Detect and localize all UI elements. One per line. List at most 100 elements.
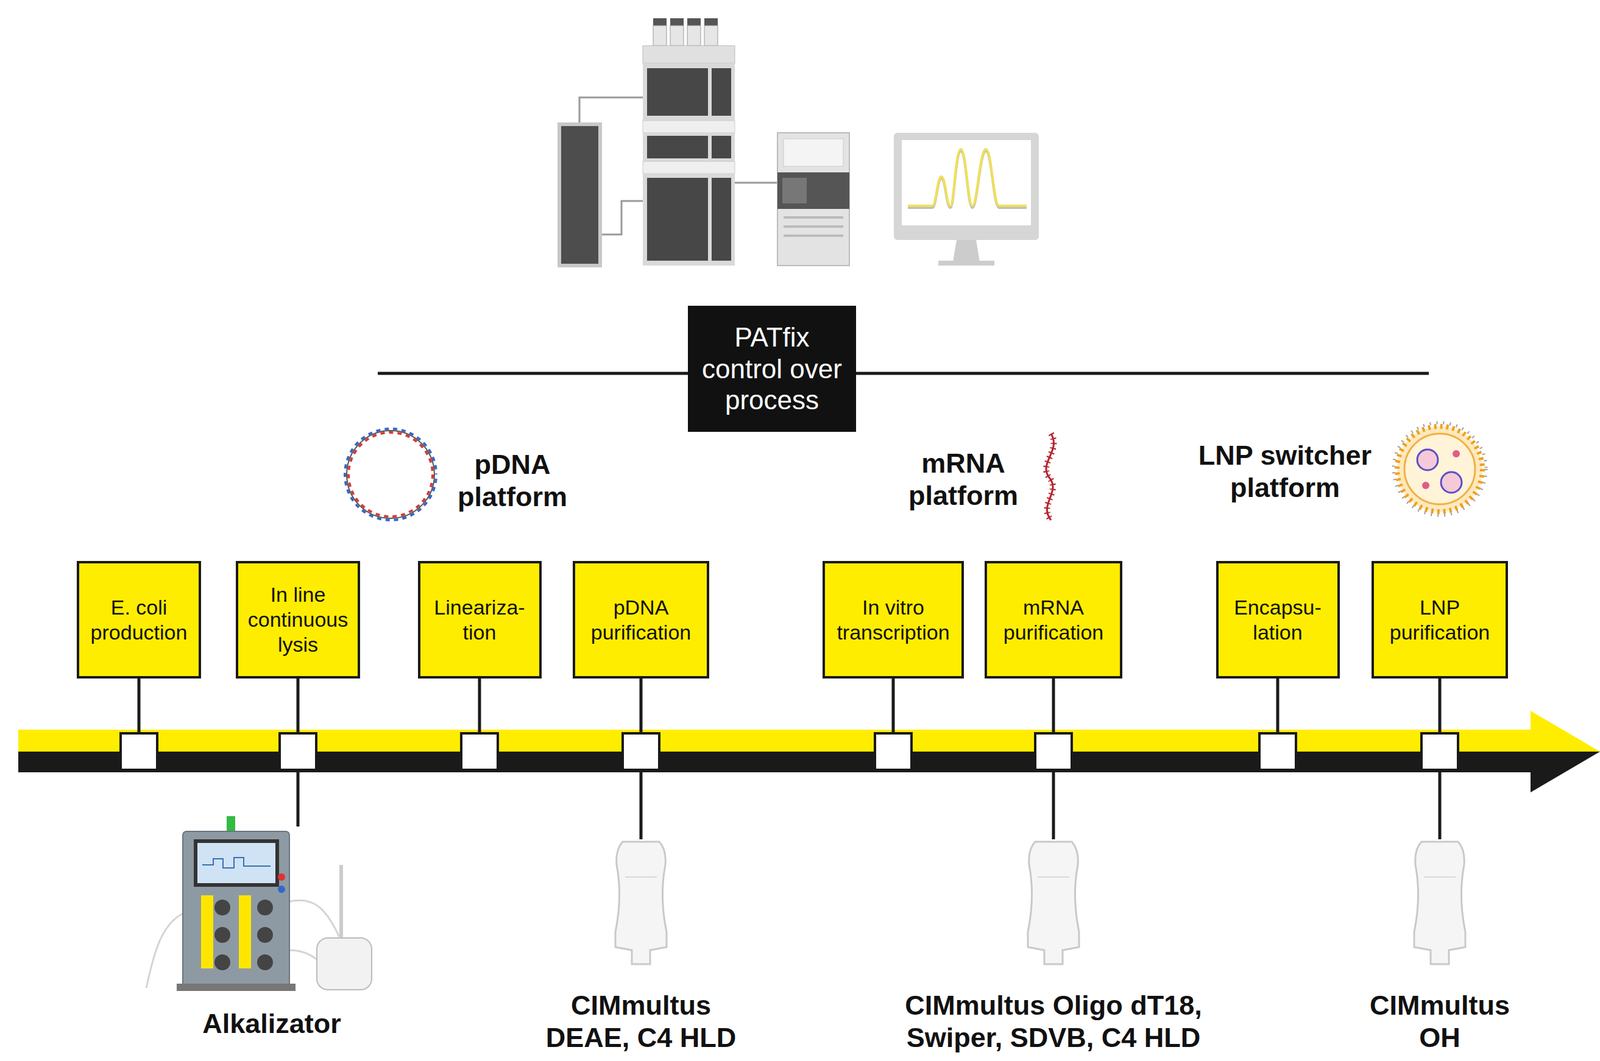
pump-module	[642, 63, 735, 121]
device-knob	[277, 885, 286, 894]
plasmid-strand	[348, 432, 433, 517]
process-step-box: pDNA purification	[572, 561, 710, 679]
equipment-stem	[639, 770, 643, 840]
lnp-icon	[1393, 422, 1487, 516]
module-panel	[647, 177, 708, 261]
solvent-bottle	[670, 25, 684, 46]
equipment-stem	[1438, 770, 1442, 840]
pump-head	[214, 954, 231, 971]
platform-label: pDNA platform	[445, 449, 580, 514]
timeline-marker	[279, 733, 317, 771]
pump-head	[257, 899, 273, 916]
screen-frame	[193, 839, 280, 888]
pump-head	[257, 954, 273, 971]
process-step-box: Lineariza- tion	[417, 561, 542, 679]
timeline-marker	[874, 733, 912, 771]
vent-line	[783, 225, 844, 228]
timeline-marker	[120, 733, 158, 771]
stem	[1052, 678, 1056, 734]
timeline-marker	[1259, 733, 1296, 771]
lipid-core	[1404, 433, 1476, 505]
device-vessel	[316, 938, 372, 991]
arrow-yellow-band	[18, 729, 1532, 753]
box-text: pDNA purification	[581, 595, 701, 646]
box-text: Lineariza- tion	[426, 595, 534, 646]
box-text: LNP purification	[1380, 595, 1500, 646]
module-panel	[711, 135, 732, 159]
timeline-marker	[1035, 733, 1072, 771]
autosampler-front	[777, 172, 850, 209]
box-text: E. coli production	[85, 595, 193, 646]
process-step-box: Encapsu- lation	[1216, 561, 1340, 679]
status-light	[226, 816, 236, 832]
box-text: In vitro transcription	[831, 595, 956, 646]
plasmid-ring	[346, 430, 435, 519]
hplc-system	[559, 18, 1039, 266]
box-text: PATfix control over process	[693, 321, 850, 417]
device-base	[176, 984, 296, 992]
device-tube	[146, 913, 183, 989]
column-detail	[625, 876, 1456, 878]
plasmid-strand	[344, 428, 437, 521]
monitor-screen	[901, 140, 1031, 226]
process-step-box: In line continuous lysis	[235, 561, 361, 679]
solvent-bottle	[704, 25, 718, 46]
autosampler	[777, 132, 850, 266]
box-text: In line continuous lysis	[244, 582, 352, 657]
equipment-stem	[1052, 770, 1056, 840]
mrna-icon	[1046, 433, 1054, 521]
monolith-column	[615, 842, 667, 965]
monitor-frame	[893, 132, 1039, 241]
vent-line	[783, 234, 844, 238]
tubing	[600, 201, 643, 235]
equipment-stem	[296, 770, 300, 827]
mrna-cargo	[1440, 472, 1462, 493]
process-step-box: E. coli production	[76, 561, 202, 679]
monolith-column	[1414, 842, 1466, 965]
column-band	[1423, 876, 1456, 878]
equipment-label: CIMmultus Oligo dT18, Swiper, SDVB, C4 H…	[864, 990, 1243, 1055]
module-separator	[642, 161, 735, 174]
module-panel	[711, 177, 732, 261]
monitor-stand	[952, 240, 980, 262]
stem	[1276, 678, 1280, 734]
plasmid-icon	[344, 428, 437, 521]
timeline-markers	[120, 733, 1459, 771]
lipid-shell	[1397, 426, 1483, 512]
stem	[1438, 678, 1442, 734]
stem	[639, 678, 643, 734]
timeline-marker	[622, 733, 660, 771]
stem	[296, 678, 300, 734]
bottle-cap	[653, 18, 667, 26]
mrna-bases	[1046, 433, 1054, 521]
module-panel	[647, 135, 708, 159]
stem	[137, 678, 141, 734]
peg-layer	[1393, 422, 1487, 516]
box-text: mRNA purification	[993, 595, 1114, 646]
equipment-label: CIMmultus OH	[1360, 990, 1519, 1055]
box-text: Encapsu- lation	[1224, 595, 1332, 646]
tubing	[734, 182, 778, 185]
module-panel	[647, 68, 708, 116]
detector-module	[642, 132, 735, 162]
sampler-module	[642, 173, 735, 266]
column-oven	[559, 124, 601, 266]
monitor-base	[938, 260, 995, 266]
bottle-cap	[687, 18, 701, 26]
pump-head	[257, 927, 273, 944]
equipment-label: Alkalizator	[180, 1008, 364, 1041]
vent-line	[783, 216, 844, 219]
timeline-marker	[461, 733, 498, 771]
control-box: PATfix control over process	[687, 305, 857, 432]
pump-head	[214, 927, 231, 944]
monolith-column	[1027, 842, 1080, 965]
process-step-box: In vitro transcription	[822, 561, 964, 679]
equipment-label: CIMmultus DEAE, C4 HLD	[534, 990, 748, 1055]
arrow-head-black	[1530, 751, 1600, 793]
timeline-marker	[1421, 733, 1459, 771]
bottle-cap	[670, 18, 684, 26]
cargo-dot	[1452, 450, 1460, 458]
screen-trace	[202, 857, 271, 869]
